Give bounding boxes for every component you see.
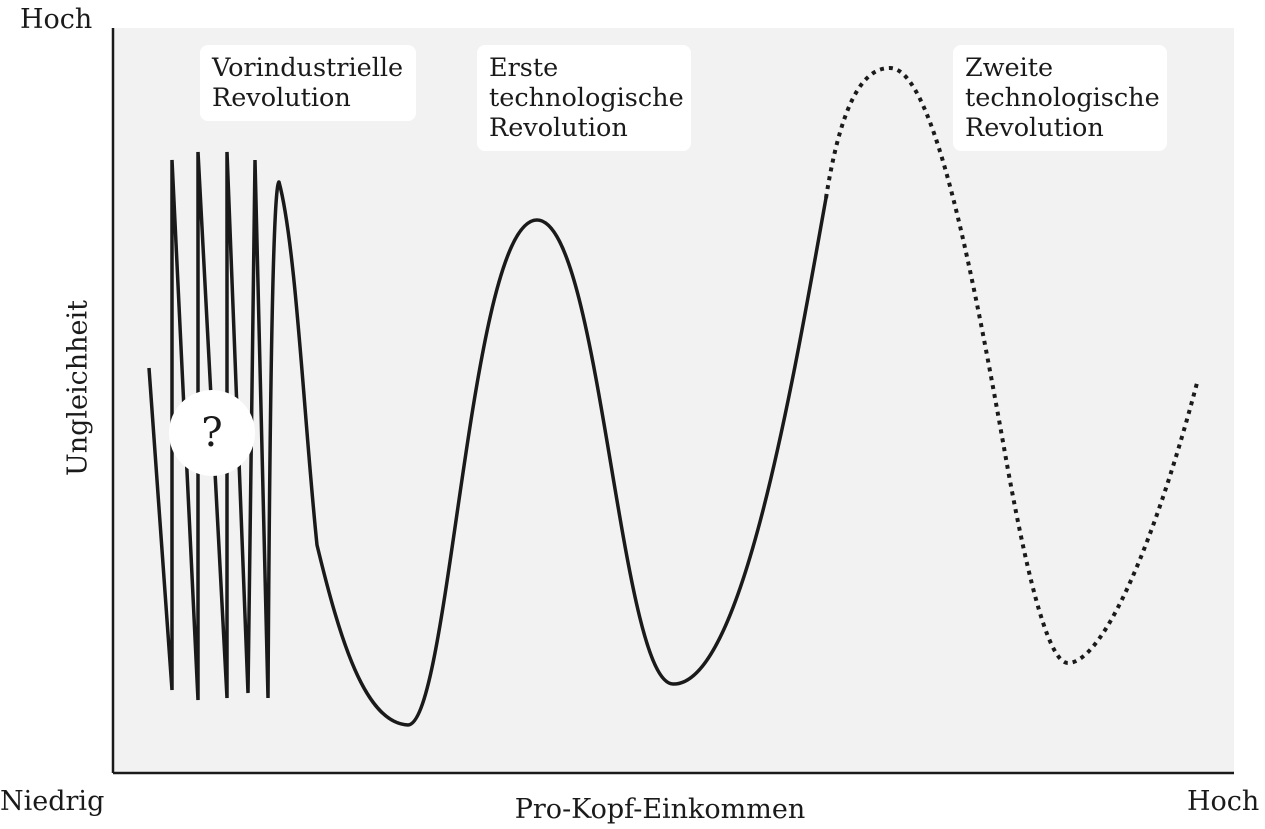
y-axis-high-label: Hoch [20,4,93,35]
era-label-line: technologische [489,83,684,113]
solid-inequality-curve [277,180,828,727]
second-technological-revolution-label: Zweite technologische Revolution [953,45,1167,151]
preindustrial-revolution-label: Vorindustrielle Revolution [200,45,416,121]
preindustrial-zigzag-curve [147,151,281,701]
x-axis-high-label: Hoch [1187,786,1260,817]
era-label-line: technologische [965,83,1160,113]
dotted-projection-curve [824,65,1199,666]
question-mark-bubble: ? [169,390,255,476]
era-label-line: Revolution [489,113,628,143]
x-axis-title: Pro-Kopf-Einkommen [514,794,806,825]
era-label-line: Erste [489,53,559,83]
era-label-line: Zweite [965,53,1054,83]
plot-area [113,28,1234,773]
era-label-line: Revolution [212,83,351,113]
first-technological-revolution-label: Erste technologische Revolution [477,45,691,151]
origin-low-label: Niedrig [0,786,105,817]
era-label-line: Vorindustrielle [212,53,404,83]
era-label-line: Revolution [965,113,1104,143]
y-axis-title: Ungleichheit [62,299,94,477]
